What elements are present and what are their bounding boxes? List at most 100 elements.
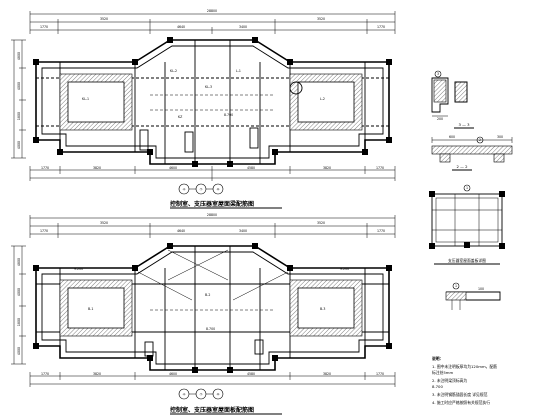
top-dim: 3400 — [239, 25, 247, 29]
left-dimension-chain: 4800 4000 1800 4000 — [11, 39, 26, 159]
room-left — [59, 73, 133, 131]
bottom-dim: 4580 — [247, 372, 255, 376]
top-dim: 1770 — [377, 25, 385, 29]
stair-opening — [184, 131, 194, 153]
section-3-3: 3 200 3 — 3 — [431, 70, 474, 129]
note-line: 1. 图中未注明板厚均为120mm，配筋 — [432, 364, 497, 369]
note-line: 标注处5mm — [432, 370, 454, 375]
section-marker-label: 3 — [437, 72, 439, 76]
top-dim: 4640 — [177, 229, 185, 233]
detail-marker-label: 1 — [455, 284, 457, 288]
elevation-tag: 8.700 — [206, 327, 215, 331]
axis-label: ⑩ — [217, 188, 220, 192]
bottom-dim: 4580 — [247, 166, 255, 170]
room-right — [289, 279, 363, 337]
left-dimension-chain: 4800 4000 1800 4000 — [11, 245, 26, 365]
detail-marker-label: 1 — [466, 186, 468, 190]
beam-tag: KL-1 — [82, 97, 89, 101]
section-dim: 200 — [437, 117, 443, 121]
beam-tag: KZ — [178, 115, 183, 119]
left-dim: 4800 — [17, 258, 21, 266]
top-dim: 4640 — [177, 25, 185, 29]
top-dim: 3520 — [317, 17, 325, 21]
bottom-dim: 4600 — [169, 372, 177, 376]
bottom-dim: 1770 — [376, 166, 384, 170]
bottom-dim: 1770 — [376, 372, 384, 376]
slab-tag: B-1 — [88, 307, 93, 311]
note-line: 4. 施工时应严格按照有关规范执行 — [432, 400, 490, 405]
left-dim: 4000 — [17, 347, 21, 355]
section-2-2: 2 600 300 2 — 2 — [431, 135, 513, 171]
top-dim: 3520 — [317, 221, 325, 225]
cover-plate-detail: 1 支压器室屋面盖板详图 — [429, 184, 505, 265]
section-label: 3 — 3 — [458, 122, 470, 127]
left-dim: 4000 — [17, 288, 21, 296]
stair-opening — [139, 129, 149, 151]
bottom-dimension-chain: 1770 3820 4600 4580 3820 1770 — [29, 166, 396, 181]
overall-width-dim: 28800 — [207, 213, 217, 217]
bottom-dim: 3820 — [93, 166, 101, 170]
top-dim: 3520 — [100, 221, 108, 225]
left-dim: 4800 — [17, 52, 21, 60]
left-dim: 1800 — [17, 318, 21, 326]
bottom-dimension-chain: 1770 3820 4600 4580 3820 1770 — [29, 372, 396, 387]
slab-plan: 28800 1770 3520 4640 3400 3520 1770 4800… — [11, 213, 396, 415]
bottom-dim: 3820 — [323, 372, 331, 376]
overall-width-dim: 28800 — [207, 9, 217, 13]
detail-dim: 100 — [478, 287, 484, 291]
elevation-tag: 9.200 — [74, 267, 83, 271]
general-notes: 说明： 1. 图中未注明板厚均为120mm，配筋 标注处5mm 2. 未注明梁顶… — [432, 356, 497, 405]
axis-label: ⑩ — [217, 393, 220, 397]
bottom-dim: 1770 — [41, 372, 49, 376]
bottom-dim: 3820 — [323, 166, 331, 170]
section-dim: 600 — [449, 135, 455, 139]
axis-label: ⑦ — [200, 393, 203, 397]
slab-tag: B-2 — [205, 293, 210, 297]
top-dim: 1770 — [377, 229, 385, 233]
left-dim: 1800 — [17, 112, 21, 120]
section-marker — [289, 81, 303, 95]
room-right — [289, 73, 363, 131]
edge-detail: 1 100 — [445, 282, 501, 310]
section-dim: 300 — [497, 135, 503, 139]
room-left — [59, 279, 133, 337]
columns — [33, 37, 392, 167]
slab-tags: B-1 B-2 B-3 8.700 9.200 9.200 — [74, 267, 349, 331]
elevation-tag: 8.700 — [224, 113, 233, 117]
stair-opening — [254, 339, 264, 355]
notes-title: 说明： — [432, 356, 443, 361]
left-dim: 4000 — [17, 141, 21, 149]
note-line: 2. 未注明梁顶标高为 — [432, 378, 467, 383]
bottom-dim: 1770 — [41, 166, 49, 170]
axis-label: ④ — [183, 393, 186, 397]
beam-tag: L-2 — [320, 97, 325, 101]
stair-opening — [249, 127, 259, 149]
axis-bubbles: ④ ⑦ ⑩ — [178, 183, 224, 195]
note-line: 8.700 — [432, 384, 443, 389]
top-dim: 1770 — [40, 25, 48, 29]
columns — [33, 243, 392, 373]
plan-caption: 控制室、支压器室屋面板配筋图 — [170, 406, 254, 414]
section-label: 2 — 2 — [456, 164, 468, 169]
beam-tag: KL-2 — [170, 69, 177, 73]
beam-plan: 28800 1770 3520 4640 3400 3520 1770 4800… — [11, 9, 396, 209]
detail-caption: 支压器室屋面盖板详图 — [448, 258, 486, 263]
plan-caption: 控制室、支压器室屋面梁配筋图 — [170, 200, 254, 208]
top-dim: 3520 — [100, 17, 108, 21]
elevation-tag: 9.200 — [340, 267, 349, 271]
top-dimension-chain: 28800 1770 3520 4640 3400 3520 1770 — [29, 213, 396, 238]
axis-label: ④ — [183, 188, 186, 192]
axis-bubbles: ④ ⑦ ⑩ — [178, 388, 224, 400]
beam-tag: L-1 — [236, 69, 241, 73]
axis-label: ⑦ — [200, 188, 203, 192]
beam-tags: KL-1 KL-2 KL-3 L-1 L-2 KZ 8.700 — [82, 69, 325, 119]
beam-tag: KL-3 — [205, 85, 212, 89]
note-line: 3. 未注明钢筋锚固长度 详见规范 — [432, 392, 488, 397]
left-dim: 4000 — [17, 82, 21, 90]
top-dim: 3400 — [239, 229, 247, 233]
bottom-dim: 3820 — [93, 372, 101, 376]
stair-opening — [144, 341, 154, 357]
slab-tag: B-3 — [320, 307, 325, 311]
top-dimension-chain: 28800 1770 3520 4640 3400 3520 1770 — [29, 9, 396, 34]
